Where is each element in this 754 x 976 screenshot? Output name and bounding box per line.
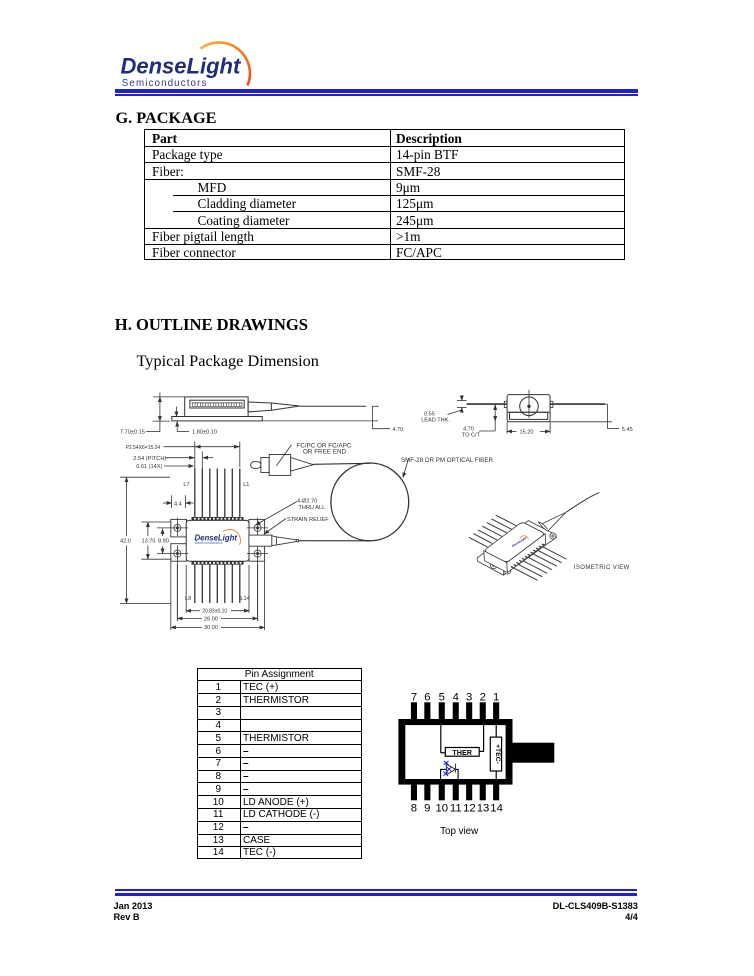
svg-text:13.70: 13.70 bbox=[142, 539, 156, 545]
svg-text:42.0: 42.0 bbox=[120, 539, 131, 545]
svg-text:15.20: 15.20 bbox=[520, 429, 534, 435]
svg-text:THRU ALL: THRU ALL bbox=[299, 505, 326, 511]
svg-text:4.4: 4.4 bbox=[174, 501, 182, 507]
svg-text:SMF-28 OR PM OPTICAL FIBER: SMF-28 OR PM OPTICAL FIBER bbox=[401, 457, 493, 464]
svg-text:1: 1 bbox=[493, 692, 499, 704]
svg-text:5.45: 5.45 bbox=[622, 427, 633, 433]
svg-text:30.00: 30.00 bbox=[204, 625, 218, 631]
svg-text:L14: L14 bbox=[240, 596, 249, 602]
svg-text:1.80±0.10: 1.80±0.10 bbox=[192, 430, 217, 436]
svg-text:+TEC-: +TEC- bbox=[494, 744, 501, 764]
svg-text:LEAD THK.: LEAD THK. bbox=[421, 418, 450, 424]
svg-text:11: 11 bbox=[450, 803, 462, 815]
svg-text:0.61 (14X): 0.61 (14X) bbox=[136, 464, 162, 470]
svg-text:OR FREE END: OR FREE END bbox=[303, 449, 346, 456]
svg-text:8.90: 8.90 bbox=[158, 539, 169, 545]
svg-text:26.00: 26.00 bbox=[204, 616, 218, 622]
svg-text:Top view: Top view bbox=[440, 826, 479, 837]
svg-text:8: 8 bbox=[411, 803, 417, 815]
svg-text:THER: THER bbox=[452, 748, 472, 757]
svg-text:4: 4 bbox=[453, 692, 459, 704]
svg-text:Semiconductors: Semiconductors bbox=[122, 78, 208, 89]
svg-text:9: 9 bbox=[424, 803, 430, 815]
svg-text:10: 10 bbox=[436, 803, 449, 815]
svg-text:TO C/T: TO C/T bbox=[462, 433, 481, 439]
svg-text:DenseLight: DenseLight bbox=[121, 54, 242, 79]
svg-text:FC/PC OR FC/APC: FC/PC OR FC/APC bbox=[296, 442, 351, 449]
svg-text:7: 7 bbox=[411, 692, 417, 704]
svg-text:4.70: 4.70 bbox=[392, 427, 403, 433]
svg-text:20.83±0.10: 20.83±0.10 bbox=[202, 609, 227, 615]
svg-text:2: 2 bbox=[480, 692, 486, 704]
svg-text:0.55: 0.55 bbox=[424, 412, 435, 418]
svg-text:L7: L7 bbox=[183, 482, 189, 488]
svg-text:ISOMETRIC VIEW: ISOMETRIC VIEW bbox=[574, 565, 630, 571]
svg-text:7.70±0.15: 7.70±0.15 bbox=[120, 430, 145, 436]
svg-text:12: 12 bbox=[463, 803, 476, 815]
svg-text:L1: L1 bbox=[243, 482, 249, 488]
svg-text:6: 6 bbox=[424, 692, 430, 704]
svg-text:STRAIN RELIEF: STRAIN RELIEF bbox=[287, 517, 329, 523]
svg-text:3: 3 bbox=[466, 692, 472, 704]
svg-text:13: 13 bbox=[477, 803, 490, 815]
svg-text:P2.54X6=15.24: P2.54X6=15.24 bbox=[126, 445, 161, 451]
svg-text:5: 5 bbox=[439, 692, 445, 704]
svg-text:4.70: 4.70 bbox=[463, 427, 474, 433]
svg-text:14: 14 bbox=[490, 803, 503, 815]
svg-text:4-Ø2.70: 4-Ø2.70 bbox=[297, 499, 317, 505]
svg-text:2.54 (PITCH): 2.54 (PITCH) bbox=[133, 456, 166, 462]
svg-text:L8: L8 bbox=[185, 596, 191, 602]
